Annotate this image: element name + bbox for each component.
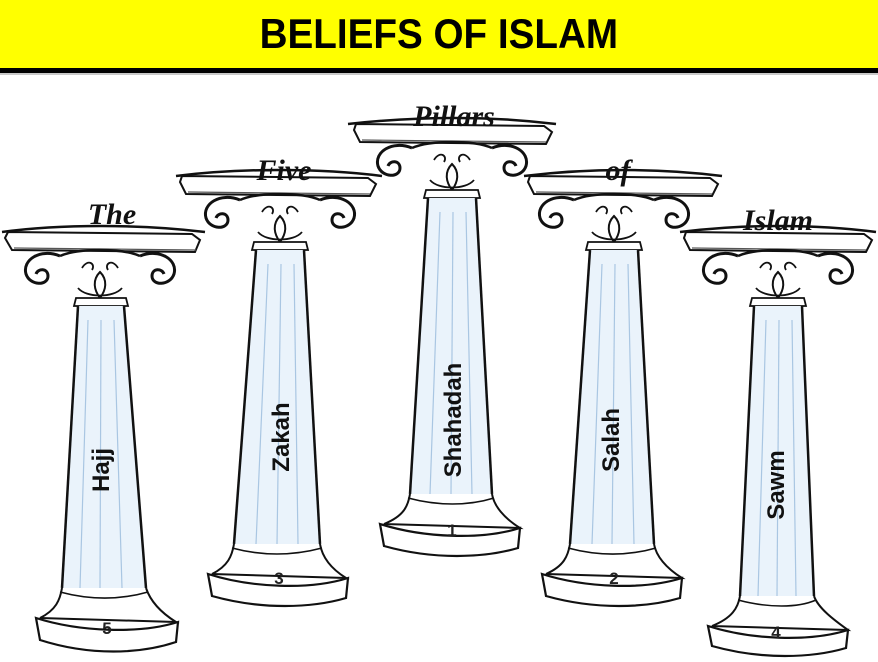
pillar-number-sawm: 4 <box>771 623 781 642</box>
pillar-sawm: GGGG <box>679 224 877 658</box>
pillar-label-hajj: Hajj <box>88 448 115 492</box>
pillar-label-sawm: Sawm <box>763 450 790 519</box>
pillar-zakah: GGGG <box>175 168 383 608</box>
page-title: BELIEFS OF ISLAM <box>259 10 619 57</box>
pillar-number-hajj: 5 <box>102 619 111 638</box>
caption-word-five: Five <box>256 154 312 187</box>
pillar-salah: GGGG <box>523 168 723 608</box>
caption-word-the: The <box>88 198 136 231</box>
pillar-label-salah: Salah <box>598 408 625 472</box>
pillar-number-salah: 2 <box>609 569 618 588</box>
pillar-label-shahadah: Shahadah <box>440 363 467 478</box>
title-underline <box>0 68 878 73</box>
caption-word-of: of <box>606 154 634 187</box>
pillar-number-zakah: 3 <box>274 569 283 588</box>
title-banner: BELIEFS OF ISLAM <box>0 0 878 68</box>
pillar-hajj: GGGG <box>1 224 206 653</box>
pillar-number-shahadah: 1 <box>447 521 456 540</box>
pillar-label-zakah: Zakah <box>268 402 295 471</box>
caption-word-pillars: Pillars <box>412 100 495 133</box>
pillar-shahadah: GGGG <box>347 116 557 558</box>
caption-word-islam: Islam <box>742 204 813 237</box>
title-underline-shadow <box>0 73 878 75</box>
